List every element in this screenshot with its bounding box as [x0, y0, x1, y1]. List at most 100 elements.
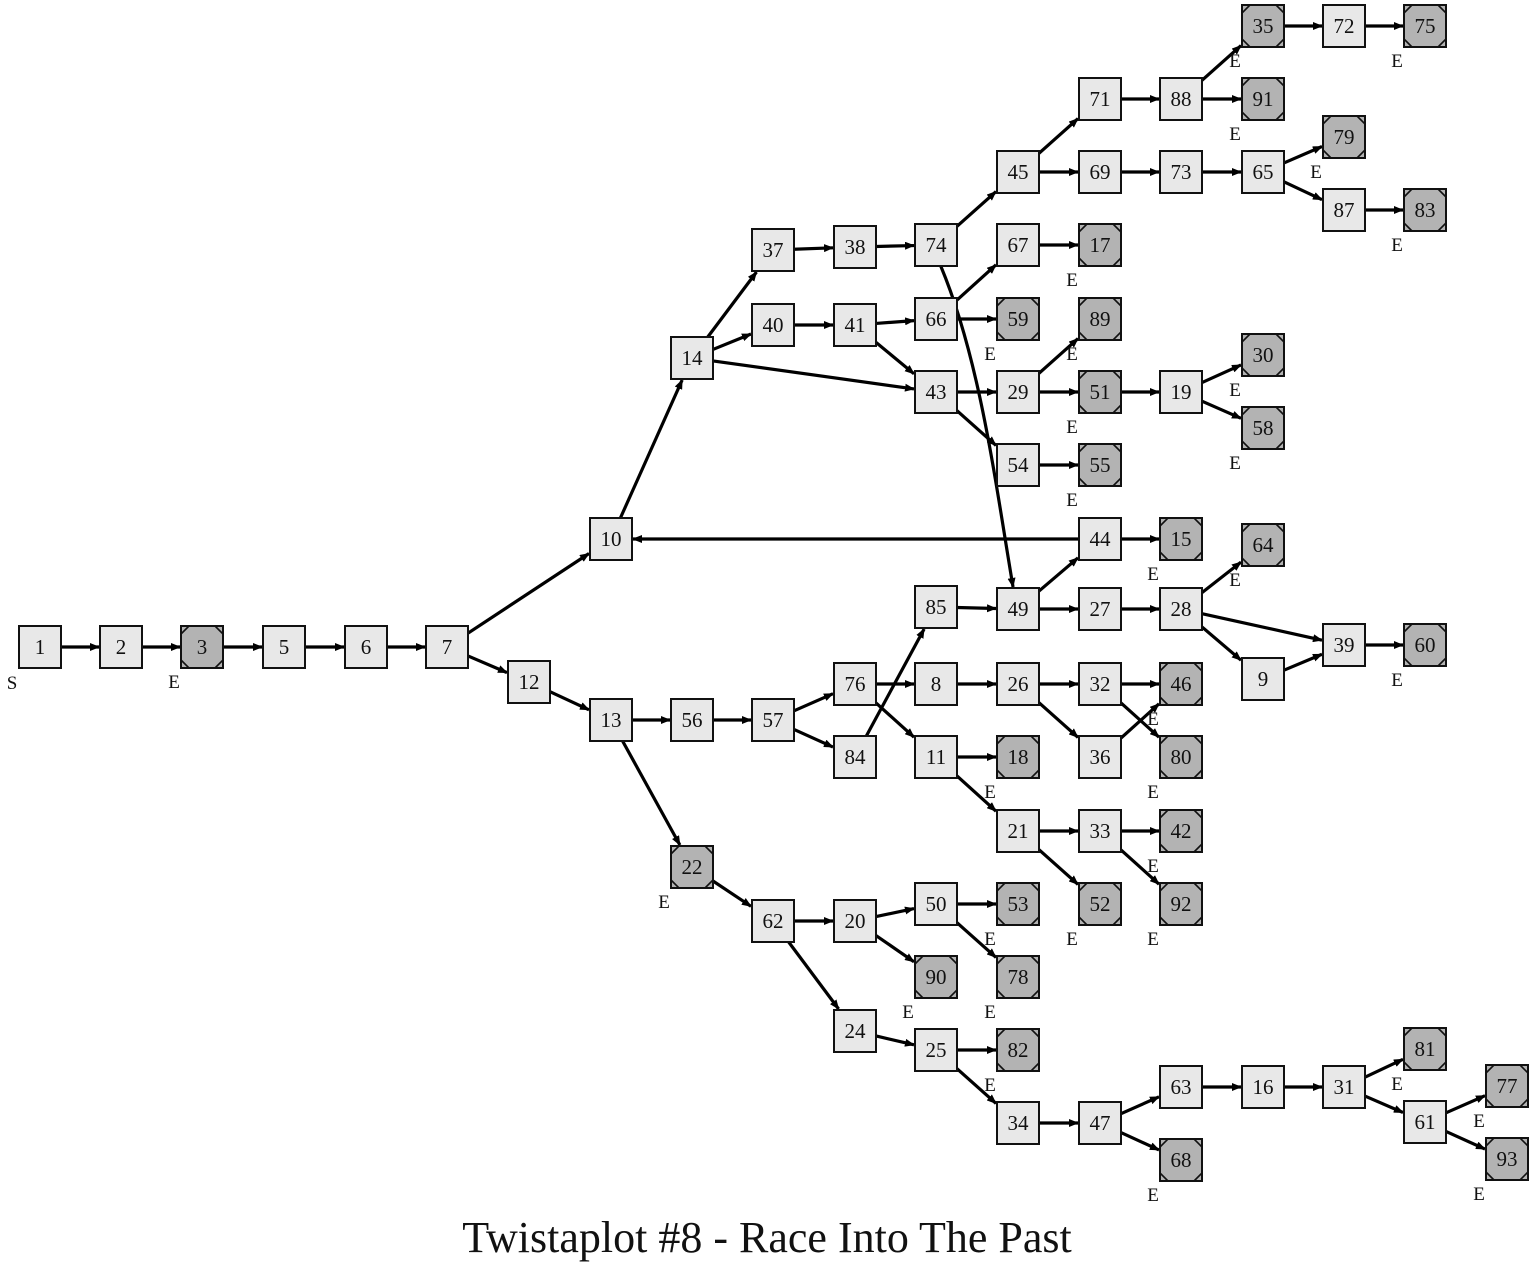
node-box — [1241, 1065, 1285, 1109]
node-box — [914, 370, 958, 414]
end-node-corner — [1159, 551, 1169, 561]
end-node-corner — [1193, 1138, 1203, 1148]
end-node-corner — [1159, 662, 1169, 672]
edge-10-14 — [618, 379, 684, 519]
node-label: 73 — [1171, 160, 1192, 184]
node-box — [996, 587, 1040, 631]
end-node-box — [1078, 882, 1122, 926]
node-5: 5 — [262, 625, 306, 669]
node-2: 2 — [99, 625, 143, 669]
end-node-35: 35E — [1229, 4, 1285, 72]
end-node-corner — [1112, 331, 1122, 341]
end-node-corner — [1519, 1098, 1529, 1108]
node-29: 29 — [996, 370, 1040, 414]
node-box — [833, 303, 877, 347]
end-node-18: 18E — [984, 735, 1040, 803]
end-node-corner — [948, 955, 958, 965]
node-label: 39 — [1334, 633, 1355, 657]
node-label: 1 — [35, 635, 46, 659]
node-label: 17 — [1090, 233, 1111, 257]
node-box — [344, 625, 388, 669]
end-node-corner — [1112, 297, 1122, 307]
end-tag: E — [1066, 417, 1078, 438]
end-node-box — [1241, 333, 1285, 377]
end-node-corner — [1275, 557, 1285, 567]
end-node-30: 30E — [1229, 333, 1285, 401]
node-43: 43 — [914, 370, 958, 414]
end-node-corner — [1193, 769, 1203, 779]
end-node-corner — [1078, 331, 1088, 341]
end-tag: E — [984, 344, 996, 365]
node-box — [996, 443, 1040, 487]
end-node-corner — [996, 1062, 1006, 1072]
node-label: 15 — [1171, 527, 1192, 551]
end-node-corner — [1030, 882, 1040, 892]
end-node-corner — [670, 879, 680, 889]
node-21: 21 — [996, 809, 1040, 853]
end-node-corner — [1275, 440, 1285, 450]
node-label: 88 — [1171, 87, 1192, 111]
node-box — [751, 899, 795, 943]
end-node-corner — [1159, 882, 1169, 892]
node-label: 65 — [1253, 160, 1274, 184]
node-label: 52 — [1090, 892, 1111, 916]
edge-7-12 — [467, 654, 508, 675]
end-tag: E — [1147, 709, 1159, 730]
end-node-corner — [1030, 955, 1040, 965]
node-box — [1322, 1065, 1366, 1109]
end-tag: E — [1473, 1111, 1485, 1132]
end-tag: E — [984, 1002, 996, 1023]
end-node-box — [1403, 1027, 1447, 1071]
end-node-corner — [996, 882, 1006, 892]
end-node-corner — [1485, 1098, 1495, 1108]
node-label: 76 — [845, 672, 866, 696]
node-label: 84 — [845, 745, 867, 769]
end-node-corner — [1241, 77, 1251, 87]
node-34: 34 — [996, 1101, 1040, 1145]
end-node-corner — [1193, 809, 1203, 819]
node-label: 20 — [845, 909, 866, 933]
node-box — [996, 662, 1040, 706]
node-69: 69 — [1078, 150, 1122, 194]
edge-33-92 — [1119, 848, 1161, 886]
end-node-corner — [1403, 623, 1413, 633]
end-node-corner — [1275, 111, 1285, 121]
edge-47-68 — [1120, 1131, 1160, 1152]
end-node-corner — [1030, 735, 1040, 745]
end-node-corner — [1030, 769, 1040, 779]
end-node-corner — [704, 845, 714, 855]
edge-61-93 — [1445, 1130, 1486, 1151]
node-box — [1241, 150, 1285, 194]
end-node-15: 15E — [1147, 517, 1203, 585]
node-box — [833, 899, 877, 943]
end-node-corner — [1112, 882, 1122, 892]
end-node-box — [1241, 4, 1285, 48]
end-tag: E — [658, 892, 670, 913]
node-label: 69 — [1090, 160, 1111, 184]
node-box — [670, 698, 714, 742]
node-27: 27 — [1078, 587, 1122, 631]
node-label: 42 — [1171, 819, 1192, 843]
node-label: 24 — [845, 1019, 867, 1043]
node-label: 67 — [1008, 233, 1029, 257]
node-box — [1159, 1065, 1203, 1109]
edge-11-21 — [955, 774, 998, 813]
edge-31-81 — [1364, 1057, 1404, 1079]
node-label: 77 — [1497, 1074, 1518, 1098]
node-box — [833, 225, 877, 269]
node-67: 67 — [996, 223, 1040, 267]
end-node-corner — [1193, 735, 1203, 745]
node-label: 71 — [1090, 87, 1111, 111]
node-label: 93 — [1497, 1147, 1518, 1171]
end-node-corner — [1159, 769, 1169, 779]
end-node-box — [996, 882, 1040, 926]
node-box — [996, 150, 1040, 194]
node-label: 64 — [1253, 533, 1275, 557]
edge-76-11 — [874, 701, 916, 739]
end-node-box — [1159, 517, 1203, 561]
node-14: 14 — [670, 336, 714, 380]
end-node-corner — [1112, 257, 1122, 267]
end-node-corner — [1437, 222, 1447, 232]
end-node-93: 93E — [1473, 1137, 1529, 1205]
node-label: 51 — [1090, 380, 1111, 404]
